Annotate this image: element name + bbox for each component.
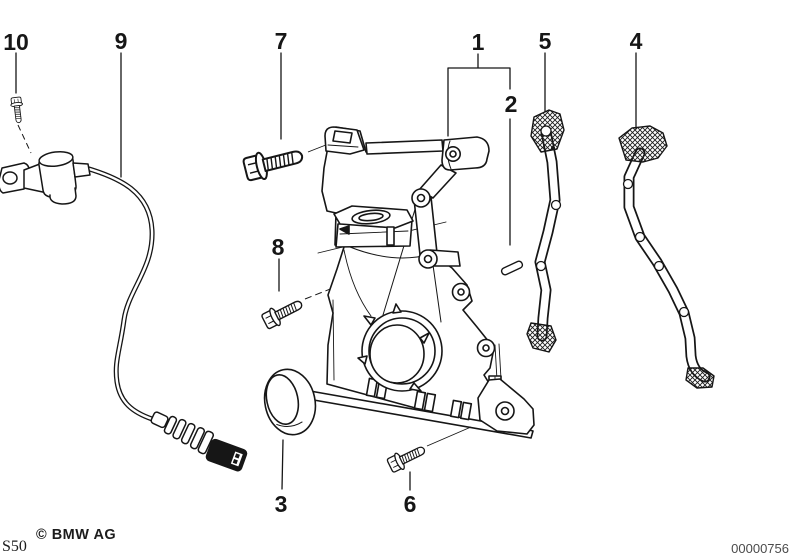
bolt-10-glyph <box>9 96 26 124</box>
top-rail <box>365 139 444 155</box>
timing-cover-drawing <box>307 126 535 439</box>
seal-inner <box>265 374 300 426</box>
cover-edge-detail <box>494 343 502 381</box>
bolt-8-glyph <box>259 294 307 332</box>
sensor-cable-drawing <box>0 150 248 472</box>
top-left-boss-slot <box>332 130 353 144</box>
sensor-flange-hole <box>2 171 18 185</box>
center-tab-2 <box>392 303 402 314</box>
dowel-pin-drawing <box>500 260 524 276</box>
center-tab-1 <box>363 315 376 326</box>
bolt-10-aim-line <box>17 124 32 154</box>
sensor-cable-boss <box>72 162 91 178</box>
bolt-6-glyph <box>385 440 429 475</box>
gasket5-hole-2 <box>535 260 547 272</box>
gasket4-hole-3 <box>653 260 665 272</box>
center-seal-bore <box>369 324 425 384</box>
gasket-5-drawing <box>526 109 565 353</box>
leader-1-bracket <box>447 53 511 137</box>
mount-notch <box>339 225 350 235</box>
sensor-top-face <box>38 150 74 168</box>
boss4-hole <box>482 344 490 352</box>
callout-6[interactable]: 6 <box>404 491 417 517</box>
callout-4[interactable]: 4 <box>630 28 643 54</box>
center-tab-5 <box>357 355 368 365</box>
cover-rib-c <box>343 249 372 317</box>
bolt-6-drawing <box>385 426 472 475</box>
cable-outer <box>83 165 155 422</box>
callout-2[interactable]: 2 <box>505 91 518 117</box>
flange-clip-2 <box>413 390 437 413</box>
gasket5-tail <box>526 322 557 353</box>
boss1-hole <box>416 193 426 203</box>
boss5-hole <box>500 406 510 416</box>
callout-8[interactable]: 8 <box>272 234 285 260</box>
cable-connector <box>205 438 248 472</box>
cover-inner-left-line <box>332 299 335 381</box>
gasket4-tail <box>685 367 715 389</box>
boss2-hole <box>423 254 433 264</box>
gasket4-head <box>618 125 668 163</box>
cable-ferrule <box>150 411 169 429</box>
flange-clip-3 <box>449 399 473 421</box>
gasket4-hole-2 <box>634 231 646 243</box>
center-tab-3 <box>419 332 430 344</box>
callout-7[interactable]: 7 <box>275 28 288 54</box>
cable-boot <box>163 415 215 455</box>
drawing-number-text: 00000756 <box>731 541 789 556</box>
mount-mid-line <box>339 230 409 235</box>
cable-inner <box>84 166 154 421</box>
bolt-6-aim-line <box>426 426 472 447</box>
gasket4-band-fill <box>625 149 709 381</box>
callout-labels: 10 9 7 1 2 5 4 8 3 6 <box>3 28 642 517</box>
callout-1[interactable]: 1 <box>472 29 485 55</box>
gasket5-dot <box>551 146 555 150</box>
callout-leader-lines <box>15 52 637 491</box>
callout-3[interactable]: 3 <box>275 491 288 517</box>
bolt-7-drawing <box>241 140 337 184</box>
mount-oval-inner <box>358 212 384 222</box>
sensor-tip <box>49 187 77 205</box>
gasket-4-drawing <box>618 125 715 389</box>
leader-3 <box>281 439 284 490</box>
callout-10[interactable]: 10 <box>3 29 29 55</box>
cover-rib-b <box>431 257 442 323</box>
boss3-hole <box>457 288 465 296</box>
seal-lip <box>276 421 303 427</box>
model-code-text: S50 <box>2 538 27 555</box>
callout-5[interactable]: 5 <box>539 28 552 54</box>
bolt-10-drawing <box>9 96 32 154</box>
footer: © BMW AG S50 00000756 <box>2 527 789 556</box>
copyright-text: © BMW AG <box>36 527 116 543</box>
top-left-boss-line <box>327 144 359 148</box>
center-tab-4 <box>409 382 422 392</box>
gasket5-hole-1 <box>550 199 562 211</box>
callout-9[interactable]: 9 <box>115 28 128 54</box>
gasket4-hole-4 <box>678 306 690 318</box>
bolt-7-glyph <box>241 141 307 184</box>
seal-ring-drawing <box>263 368 317 436</box>
gasket4-hole-1 <box>622 178 634 190</box>
gasket5-head-hole <box>540 125 552 137</box>
mount-tab <box>386 226 395 246</box>
gasket5-band-fill <box>536 128 559 340</box>
top-cylinder-bore-inner <box>449 150 457 158</box>
